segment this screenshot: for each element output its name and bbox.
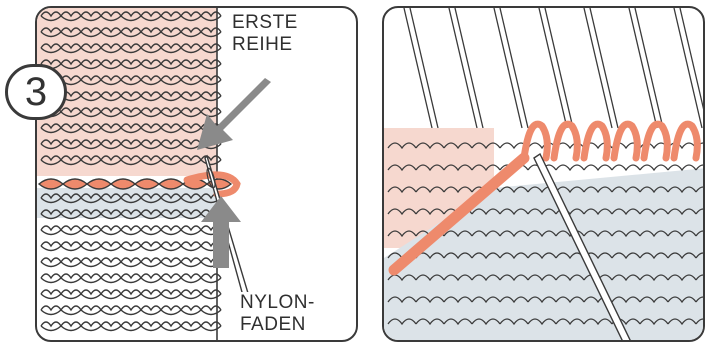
knit-stitch-row	[41, 274, 221, 283]
nylon-thread-row	[39, 179, 231, 189]
vertical-strand	[539, 8, 567, 128]
knit-stitch-row	[41, 306, 221, 315]
nylon-thread-loops	[524, 124, 697, 158]
knit-stitch-row	[41, 290, 221, 299]
label-nylon-faden-line-1: NYLON-	[240, 292, 315, 314]
knit-stitch-row	[41, 258, 221, 267]
vertical-strand	[455, 8, 483, 128]
vertical-strand	[500, 8, 528, 128]
vertical-strand	[590, 8, 618, 128]
vertical-strand	[674, 8, 702, 128]
vertical-strand	[629, 8, 657, 128]
label-erste-reihe-line-1: ERSTE	[232, 12, 298, 34]
label-erste-reihe: ERSTE REIHE	[230, 12, 300, 56]
vertical-strand	[404, 8, 432, 128]
vertical-strand	[449, 8, 477, 128]
step-number-badge: 3	[5, 64, 67, 120]
knit-stitch-row	[41, 226, 221, 235]
right-closeup-illustration	[384, 8, 705, 342]
vertical-strand	[494, 8, 522, 128]
vertical-strand	[410, 8, 438, 128]
vertical-strand	[584, 8, 612, 128]
knit-stitch-row	[41, 322, 221, 331]
step-number: 3	[25, 72, 47, 112]
vertical-strand	[635, 8, 663, 128]
label-erste-reihe-line-2: REIHE	[232, 34, 298, 56]
label-nylon-faden-line-2: FADEN	[240, 314, 315, 336]
vertical-strand	[680, 8, 705, 128]
label-nylon-faden: NYLON- FADEN	[238, 292, 317, 336]
panel-right-closeup-diagram	[382, 6, 705, 342]
vertical-strand	[545, 8, 573, 128]
knit-stitch-row	[41, 242, 221, 251]
